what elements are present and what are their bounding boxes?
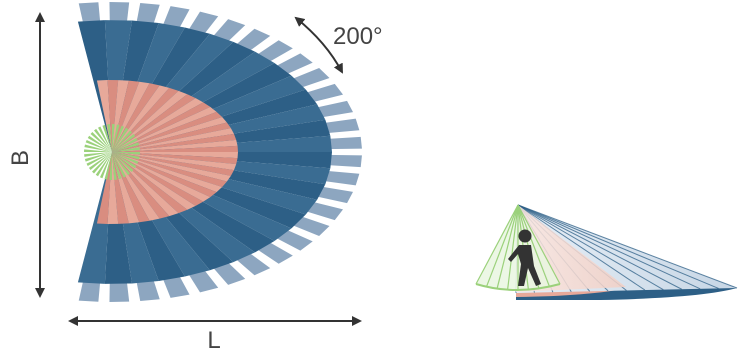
inner-zone-ray xyxy=(112,128,234,152)
near-zone-ray xyxy=(112,138,138,152)
side-cone-ray xyxy=(517,204,646,291)
inner-zone-ray xyxy=(112,152,211,202)
near-zone-ray xyxy=(86,152,112,166)
near-zone-ray xyxy=(98,126,112,152)
near-zone-ray xyxy=(84,152,112,157)
near-zone-ray xyxy=(94,128,112,152)
near-zone-ray xyxy=(85,139,112,152)
side-cone-ray xyxy=(517,204,738,289)
near-zone-ray xyxy=(112,152,139,165)
near-zone-ray xyxy=(112,124,120,152)
width-label: B xyxy=(7,150,34,166)
side-cone-ray xyxy=(517,204,719,289)
near-zone-ray xyxy=(112,152,126,178)
side-cone-ray xyxy=(517,204,682,290)
angle-label: 200° xyxy=(333,23,383,50)
near-zone-ray xyxy=(84,149,112,152)
inner-zone-ray xyxy=(112,98,204,152)
near-zone-ray xyxy=(95,152,112,177)
inner-zone-ray xyxy=(112,87,179,152)
near-zone-ray xyxy=(88,152,112,170)
inner-zone-ray xyxy=(112,152,140,224)
near-cone-ray xyxy=(517,204,561,285)
inner-zone-ray xyxy=(112,152,170,219)
near-zone-ray xyxy=(112,147,140,152)
near-cone-ray xyxy=(506,204,519,291)
person-icon xyxy=(508,229,541,286)
near-zone-ray xyxy=(84,152,112,162)
inner-zone-ray xyxy=(112,139,238,152)
near-cone-ray xyxy=(517,204,551,287)
side-cone-ray xyxy=(517,204,664,291)
near-zone-ray xyxy=(90,132,112,152)
side-view-illustration xyxy=(475,204,738,300)
near-zone-ray xyxy=(112,130,132,152)
near-zone-ray xyxy=(102,124,112,152)
near-zone-ray xyxy=(92,152,112,174)
near-zone-ray xyxy=(112,152,140,160)
near-zone-ray xyxy=(112,127,129,152)
inner-zone-ray xyxy=(107,80,119,152)
inner-zone-ray xyxy=(112,152,129,224)
inner-zone-ray xyxy=(112,152,237,171)
inner-zone-ray xyxy=(96,80,112,152)
inner-zone-ray xyxy=(112,152,234,176)
near-zone-ray xyxy=(99,152,112,179)
outer-zone-ray xyxy=(77,20,112,152)
inner-zone-ray xyxy=(112,152,217,198)
inner-zone-ray xyxy=(107,152,119,224)
inner-zone-ray xyxy=(112,152,238,165)
near-zone-ray xyxy=(107,124,112,152)
near-zone-ray xyxy=(112,152,130,176)
near-cone-ray xyxy=(485,204,519,287)
near-zone-ray xyxy=(112,124,115,152)
near-zone-ray xyxy=(87,135,112,152)
near-zone-ray xyxy=(84,144,112,152)
outer-zone-ray xyxy=(77,152,112,284)
near-zone-ray xyxy=(112,125,125,152)
near-zone-ray xyxy=(112,152,117,180)
inner-zone-ray xyxy=(112,111,223,152)
inner-zone-ray xyxy=(112,152,188,214)
side-cone-ray xyxy=(517,204,701,290)
inner-zone-ray xyxy=(112,152,223,193)
inner-zone-ray xyxy=(112,152,227,187)
near-zone xyxy=(84,124,140,180)
inner-zone-ray xyxy=(112,152,238,159)
inner-zone-ray xyxy=(112,133,237,152)
near-zone-ray xyxy=(112,152,122,180)
inner-zone-ray xyxy=(112,122,231,152)
near-zone-ray xyxy=(109,152,112,180)
near-cone-ray xyxy=(496,204,519,290)
inner-zone-ray xyxy=(112,81,150,152)
inner-zone-ray xyxy=(112,117,227,152)
inner-zone-ray xyxy=(112,106,217,152)
angle-arrow xyxy=(294,16,343,74)
near-cone-ray xyxy=(475,204,519,285)
inner-zone-ray xyxy=(112,152,231,182)
near-cone-base xyxy=(475,283,561,291)
near-zone-ray xyxy=(112,152,140,155)
length-label: L xyxy=(207,327,220,351)
near-zone-ray xyxy=(112,152,137,169)
near-zone-ray xyxy=(112,134,136,152)
inner-zone-ray xyxy=(112,145,238,152)
near-zone-ray xyxy=(104,152,112,180)
top-view-pattern xyxy=(77,2,362,302)
near-zone-ray xyxy=(112,142,140,152)
near-zone-ray xyxy=(112,152,134,172)
